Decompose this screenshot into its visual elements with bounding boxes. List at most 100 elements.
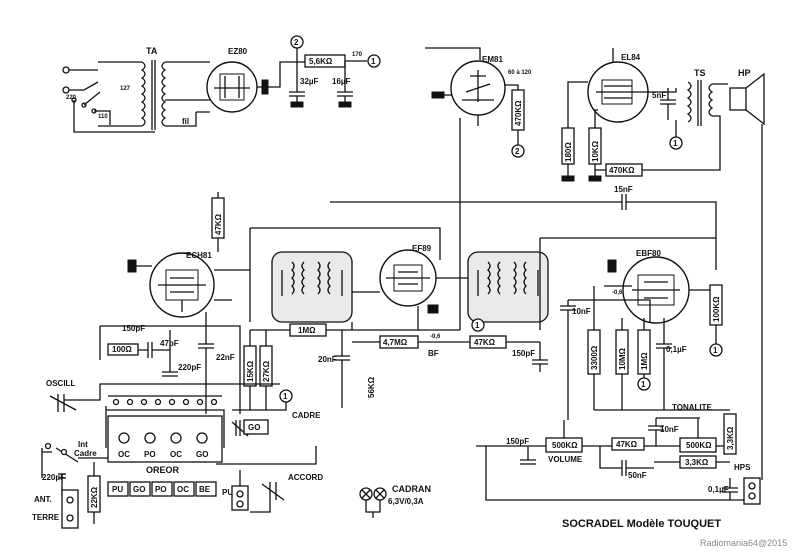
coil-label: PO bbox=[144, 450, 156, 459]
resistor-label: 10KΩ bbox=[591, 140, 600, 162]
tube-label: EZ80 bbox=[228, 47, 248, 56]
cap-label: 220pF bbox=[178, 363, 201, 372]
resistor-label: 27KΩ bbox=[262, 360, 271, 382]
dial-lamps: CADRAN 6,3V/0,3A bbox=[359, 484, 431, 518]
cap-label: 22nF bbox=[216, 353, 235, 362]
resistor-label: 3,3KΩ bbox=[726, 426, 735, 450]
node-label: 1 bbox=[673, 139, 678, 148]
volume-label: VOLUME bbox=[548, 455, 583, 464]
front-end: OSCILL OC PO OC GO OREOR PU GO PO OC bbox=[32, 379, 323, 529]
resistor-label: 10MΩ bbox=[618, 347, 627, 370]
transformer-label: TS bbox=[694, 68, 706, 78]
resistor-label: 100Ω bbox=[112, 345, 132, 354]
resistor-label: 470KΩ bbox=[514, 100, 523, 126]
accord-label: ACCORD bbox=[288, 473, 323, 482]
resistor-label: 56KΩ bbox=[367, 376, 376, 398]
ant-label: ANT. bbox=[34, 495, 52, 504]
resistor-label: 5,6KΩ bbox=[309, 57, 333, 66]
pu-label: PU bbox=[222, 488, 233, 497]
model-title: SOCRADEL Modèle TOUQUET bbox=[562, 518, 721, 530]
cap-label: 150pF bbox=[122, 324, 145, 333]
cap-label: 10nF bbox=[660, 425, 679, 434]
resistor-hps bbox=[723, 413, 737, 455]
cap-label: 16µF bbox=[332, 77, 351, 86]
key-label: BE bbox=[199, 485, 211, 494]
heater-mark: fil bbox=[182, 117, 189, 126]
resistor-label: 3,3KΩ bbox=[685, 458, 709, 467]
cap-label: 150pF bbox=[506, 437, 529, 446]
int-label: Int bbox=[78, 440, 88, 449]
resistor-label: 47KΩ bbox=[214, 213, 223, 235]
node-label: 2 bbox=[515, 147, 520, 156]
resistor-label: 22KΩ bbox=[90, 486, 99, 508]
em81-section: EM81 60 à 120 470KΩ 2 bbox=[425, 47, 532, 330]
cap-label: 50nF bbox=[628, 471, 647, 480]
resistor-label: 180Ω bbox=[564, 142, 573, 162]
mains-transformer: TA bbox=[98, 46, 210, 130]
resistor-label: 15KΩ bbox=[246, 360, 255, 382]
node-2 bbox=[511, 144, 525, 158]
coil-label: OC bbox=[170, 450, 182, 459]
speaker: HP bbox=[729, 68, 765, 126]
feedback-resistor bbox=[605, 163, 643, 177]
brand-label: OREOR bbox=[146, 465, 180, 475]
resistor-1m bbox=[289, 323, 327, 337]
ebf80-section: EBF80 100KΩ 1 -0,6 10nF 3300Ω 10MΩ 1MΩ 1… bbox=[539, 237, 730, 420]
resistor-label: 1MΩ bbox=[640, 352, 649, 370]
key-label: PO bbox=[155, 485, 167, 494]
terre-label: TERRE bbox=[32, 513, 60, 522]
ech81-section: 47KΩ ECH81 bbox=[127, 192, 250, 318]
resistor-47k bbox=[611, 437, 645, 451]
bias-mark: -0,6 bbox=[612, 290, 623, 296]
cap-label: 0,1µF bbox=[708, 485, 729, 494]
mains-terminal bbox=[62, 86, 70, 94]
node-label: 1 bbox=[641, 380, 646, 389]
tap-label: 127 bbox=[120, 86, 131, 92]
ef89-section: EF89 bbox=[379, 244, 468, 330]
key-label: OC bbox=[177, 485, 189, 494]
resistor-label: 47KΩ bbox=[474, 338, 496, 347]
cap-label: 15nF bbox=[614, 185, 633, 194]
cadre-label: CADRE bbox=[292, 411, 321, 420]
if-transformer-2 bbox=[467, 251, 549, 323]
mains-terminal bbox=[62, 66, 70, 74]
hps-label: HPS bbox=[734, 463, 751, 472]
mains-section: 220 127 110 TA EZ80 5,6KΩ 170 1 2 bbox=[62, 35, 381, 133]
hv-mark: 60 à 120 bbox=[508, 70, 532, 76]
cadran-label: CADRAN bbox=[392, 484, 431, 494]
resistor-label: 3300Ω bbox=[590, 345, 599, 370]
node-label: 1 bbox=[713, 346, 718, 355]
resistor-label: 1MΩ bbox=[298, 326, 316, 335]
speaker-label: HP bbox=[738, 68, 751, 78]
pot-label: 500KΩ bbox=[686, 441, 712, 450]
key-label: GO bbox=[133, 485, 145, 494]
cadre-small-label: Cadre bbox=[74, 449, 97, 458]
tube-label: EBF80 bbox=[636, 249, 661, 258]
tone-section: 150pF 500KΩ VOLUME 47KΩ 50nF TONALITE 10… bbox=[476, 403, 761, 505]
mid-line: 150pF 100Ω 47pF 220pF 22nF 15KΩ 27KΩ 1MΩ… bbox=[99, 312, 548, 414]
cap-label: 20nF bbox=[318, 355, 337, 364]
node-label: 1 bbox=[475, 321, 480, 330]
tube-label: EM81 bbox=[482, 55, 503, 64]
node-label: 1 bbox=[371, 57, 376, 66]
antenna-terminal bbox=[61, 489, 79, 529]
cap-label: 32µF bbox=[300, 77, 319, 86]
resistor-label: 100KΩ bbox=[712, 296, 721, 322]
rectifier-tube: EZ80 bbox=[206, 47, 269, 113]
cap-label: 5nF bbox=[652, 91, 666, 100]
coil-label: GO bbox=[196, 450, 208, 459]
tap-label: 110 bbox=[98, 114, 108, 120]
tonalite-label: TONALITE bbox=[672, 403, 713, 412]
supply-mark: 170 bbox=[352, 52, 363, 58]
tube-label: EL84 bbox=[621, 53, 641, 62]
bf-label: BF bbox=[428, 349, 439, 358]
lamp-rating: 6,3V/0,3A bbox=[388, 497, 424, 506]
coil-label: OC bbox=[118, 450, 130, 459]
hps-jack bbox=[743, 477, 761, 505]
band-switch-keys: PU GO PO OC BE bbox=[107, 481, 217, 497]
cap-label: 10nF bbox=[572, 307, 591, 316]
tube-label: EF89 bbox=[412, 244, 432, 253]
pot-label: 500KΩ bbox=[552, 441, 578, 450]
if-transformer-1 bbox=[271, 251, 353, 323]
